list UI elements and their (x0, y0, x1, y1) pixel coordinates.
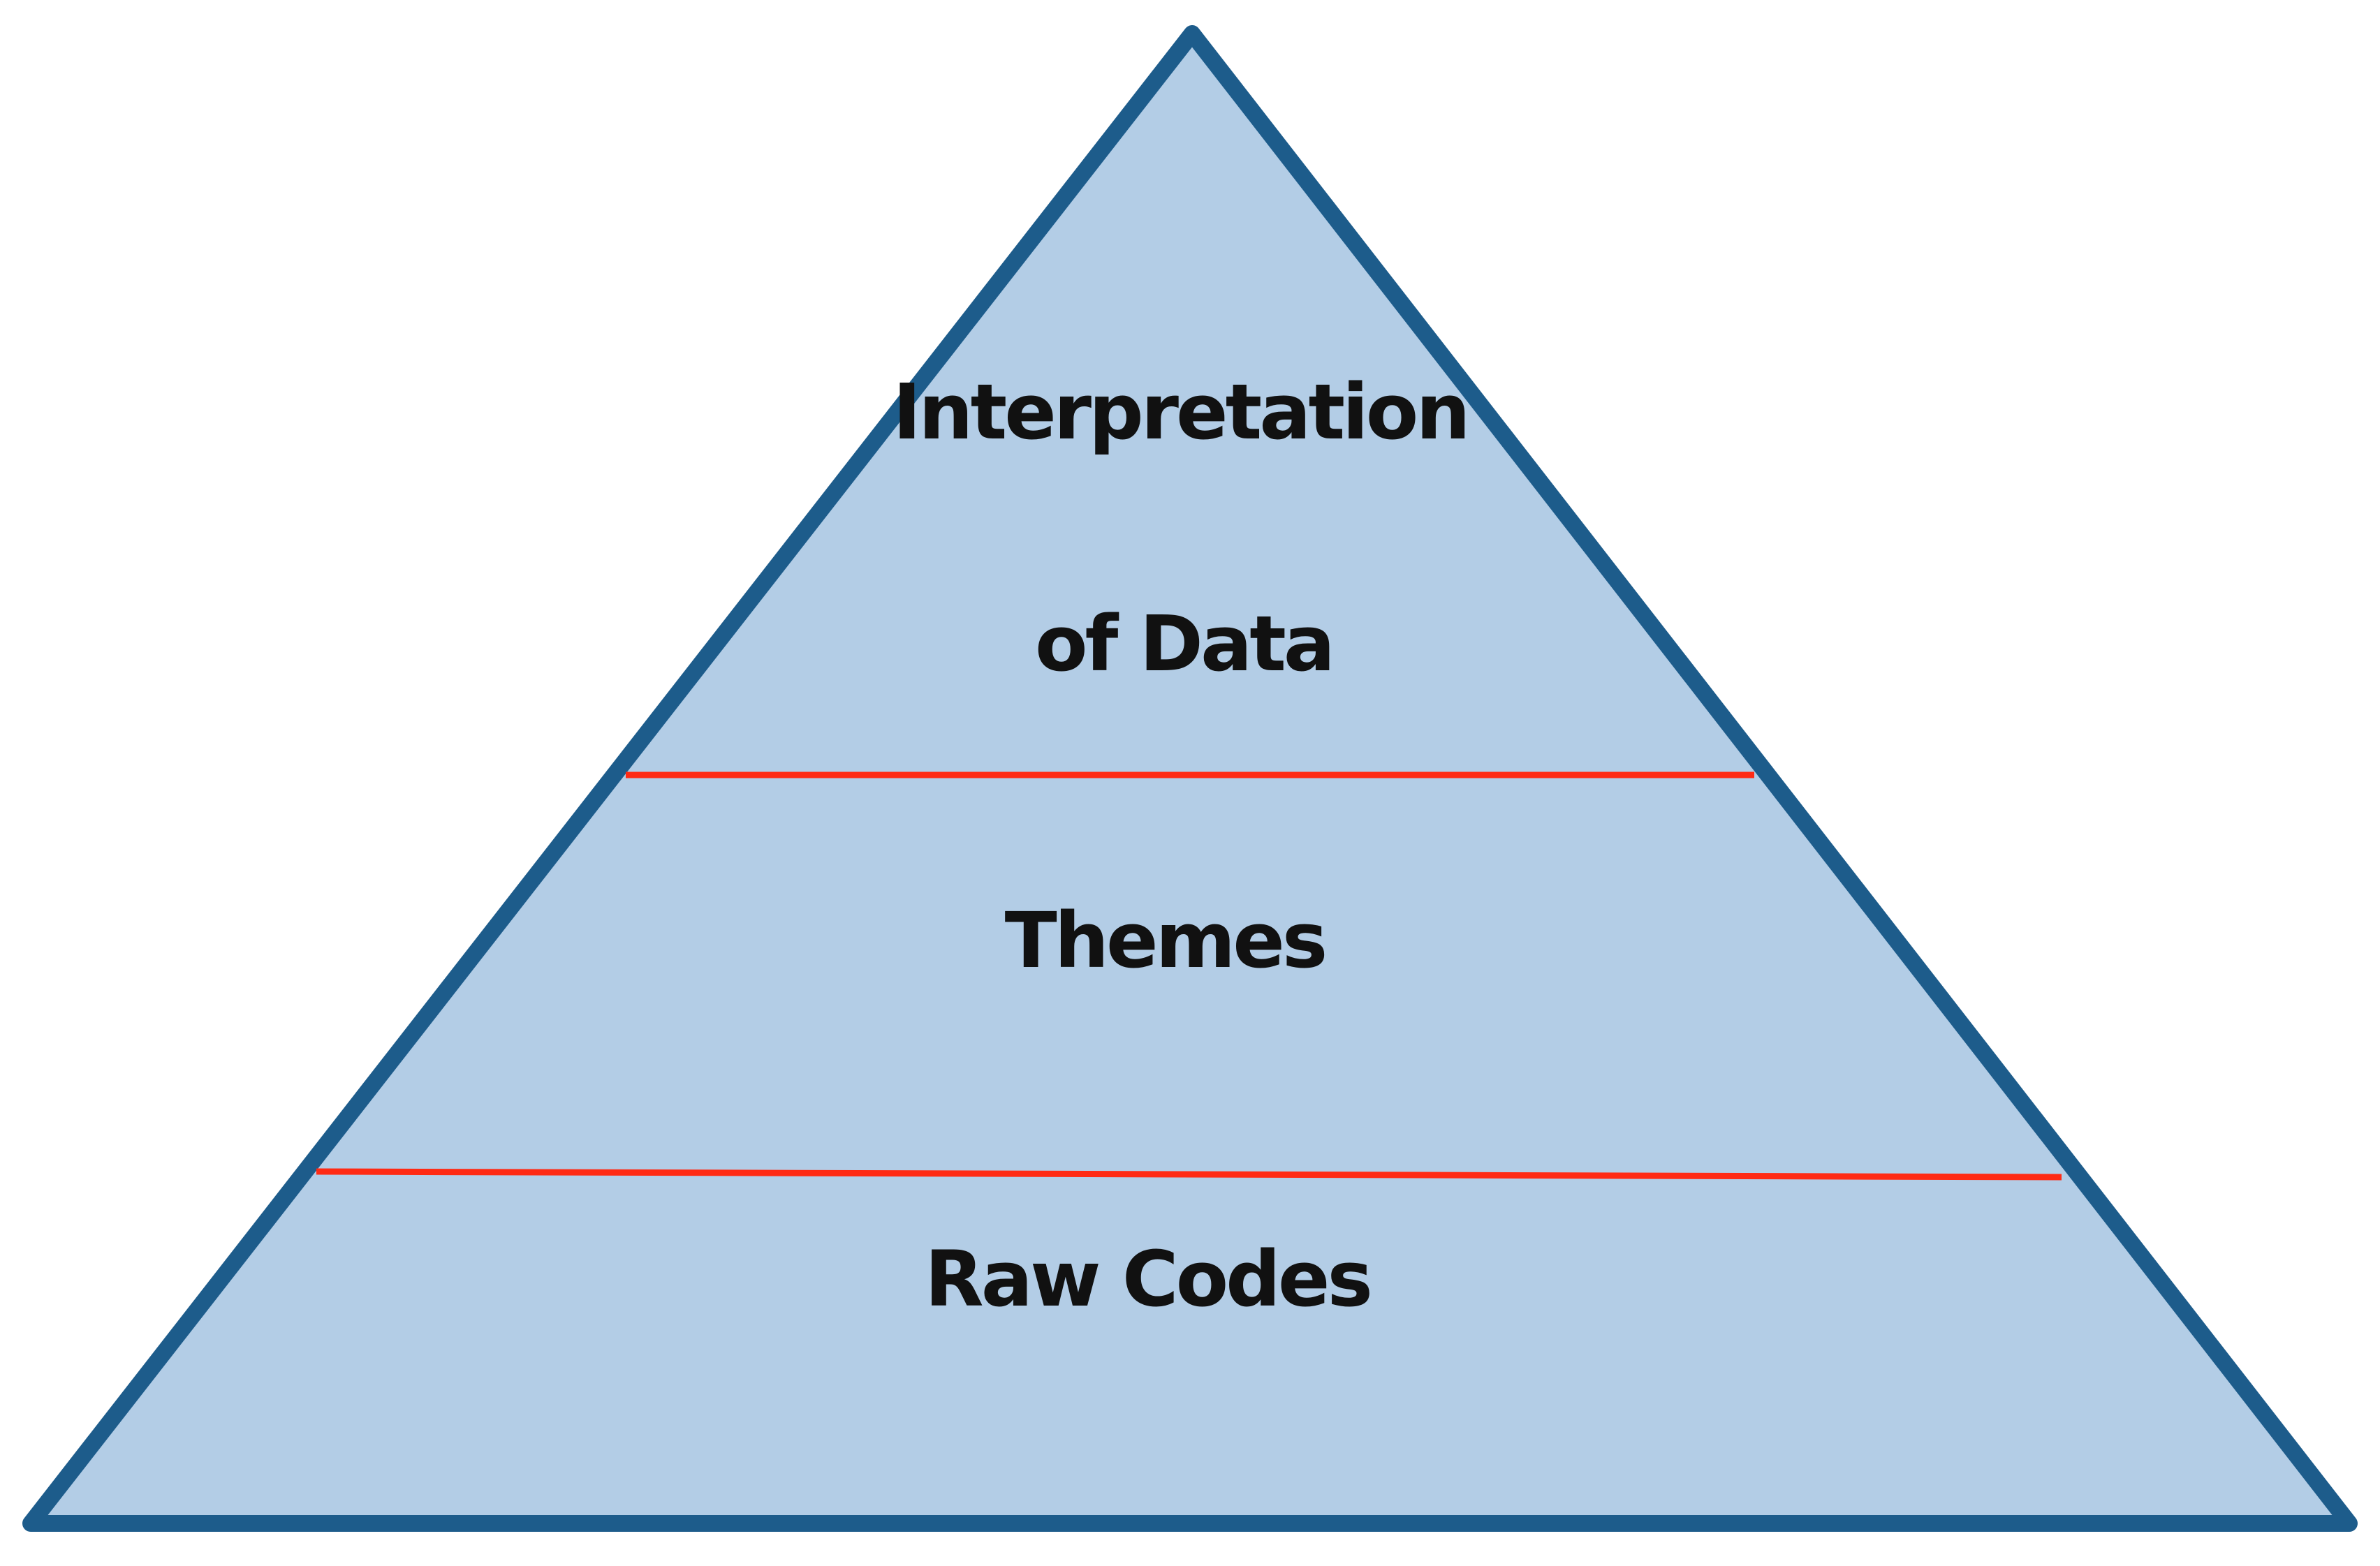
tier-label-raw-codes: Raw Codes (925, 1234, 1370, 1324)
tier-label-interpretation-line1: Interpretation (892, 367, 1467, 457)
pyramid-triangle (22, 25, 2358, 1532)
tier-label-interpretation-line2: of Data (1035, 599, 1332, 688)
tier-divider-lower (316, 1168, 2062, 1181)
tier-label-themes: Themes (1005, 896, 1325, 985)
